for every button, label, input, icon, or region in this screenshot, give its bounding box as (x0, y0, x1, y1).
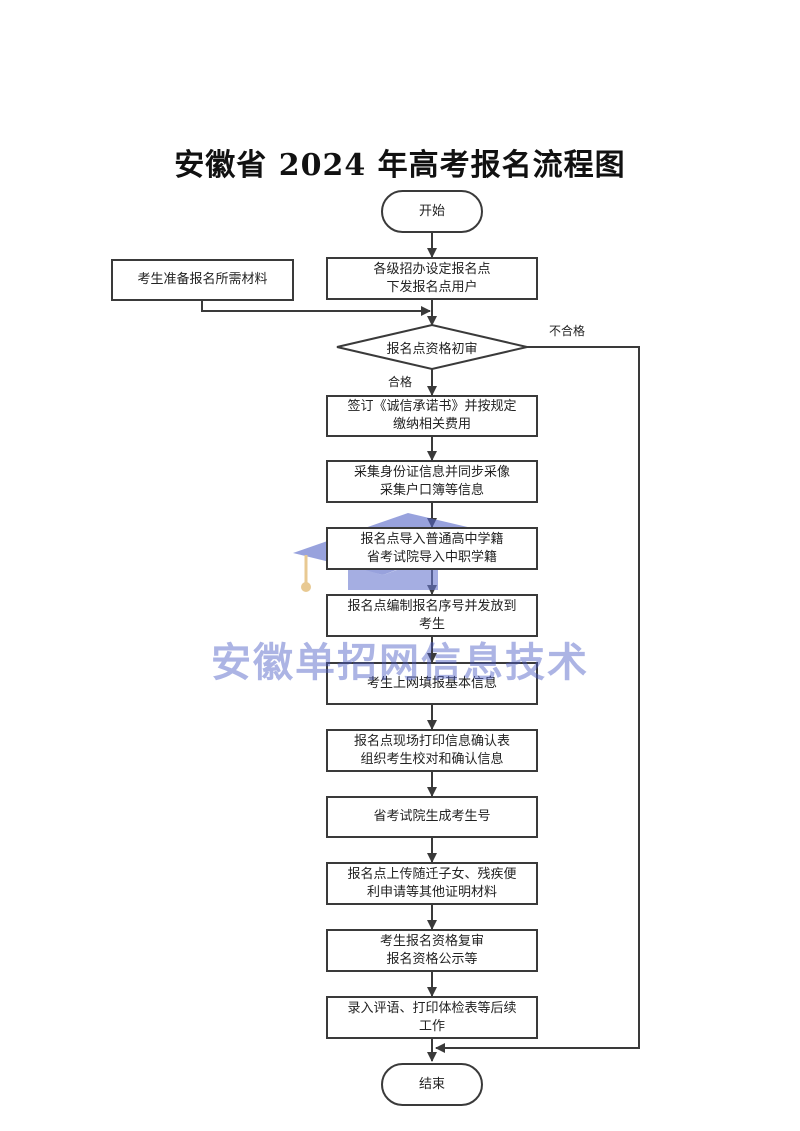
step-4-node: 报名点导入普通高中学籍 省考试院导入中职学籍 (326, 527, 538, 570)
end-node-label: 结束 (418, 1076, 445, 1092)
end-node: 结束 (381, 1063, 483, 1106)
edge-materials-merge (201, 301, 431, 316)
step-4-line-2: 省考试院导入中职学籍 (366, 549, 497, 565)
step-2-line-2: 缴纳相关费用 (392, 417, 471, 432)
step-2-node: 签订《诚信承诺书》并按规定 缴纳相关费用 (326, 395, 538, 437)
start-node: 开始 (381, 190, 483, 233)
step-11-line-2: 工作 (418, 1018, 445, 1034)
step-8-node: 省考试院生成考生号 (326, 796, 538, 838)
step-3-node: 采集身份证信息并同步采像 采集户口簿等信息 (326, 460, 538, 503)
watermark-text: 安徽单招网信息技术 (211, 640, 589, 686)
step-8-line-1: 省考试院生成考生号 (373, 809, 491, 824)
step-6-line-1: 考生上网填报基本信息 (366, 675, 497, 691)
step-9-line-2: 利申请等其他证明材料 (366, 884, 497, 900)
step-11-line-1: 录入评语、打印体检表等后续 (347, 1000, 517, 1016)
step-5-node: 报名点编制报名序号并发放到 考生 (326, 594, 538, 637)
step-9-node: 报名点上传随迁子女、残疾便 利申请等其他证明材料 (326, 862, 538, 905)
pass-label: 合格 (388, 375, 413, 389)
edge-decision-fail (435, 346, 640, 1053)
step-6-node: 考生上网填报基本信息 (326, 662, 538, 705)
step-10-line-2: 报名资格公示等 (386, 951, 478, 967)
step-5-line-1: 报名点编制报名序号并发放到 (347, 598, 517, 614)
step-3-line-2: 采集户口簿等信息 (379, 482, 484, 498)
step-7-node: 报名点现场打印信息确认表 组织考生校对和确认信息 (326, 729, 538, 772)
decision-label: 报名点资格初审 (386, 342, 478, 357)
step-4-line-1: 报名点导入普通高中学籍 (360, 531, 504, 547)
start-node-label: 开始 (418, 203, 445, 219)
step-1-node: 各级招办设定报名点 下发报名点用户 (326, 257, 538, 300)
step-5-line-2: 考生 (418, 616, 445, 632)
step-7-line-2: 组织考生校对和确认信息 (360, 751, 504, 767)
step-10-node: 考生报名资格复审 报名资格公示等 (326, 929, 538, 972)
step-10-line-1: 考生报名资格复审 (379, 933, 484, 949)
step-9-line-1: 报名点上传随迁子女、残疾便 (347, 866, 517, 882)
materials-node: 考生准备报名所需材料 (111, 259, 294, 301)
step-3-line-1: 采集身份证信息并同步采像 (353, 464, 510, 480)
step-1-line-2: 下发报名点用户 (386, 279, 478, 295)
materials-node-label: 考生准备报名所需材料 (137, 272, 268, 287)
step-7-line-1: 报名点现场打印信息确认表 (353, 733, 510, 749)
step-1-line-1: 各级招办设定报名点 (373, 261, 491, 277)
page-title: 安徽省 2024 年高考报名流程图 (174, 148, 626, 183)
step-2-line-1: 签订《诚信承诺书》并按规定 (347, 399, 517, 414)
decision-diamond (336, 323, 528, 371)
fail-label: 不合格 (549, 324, 586, 338)
step-11-node: 录入评语、打印体检表等后续 工作 (326, 996, 538, 1039)
